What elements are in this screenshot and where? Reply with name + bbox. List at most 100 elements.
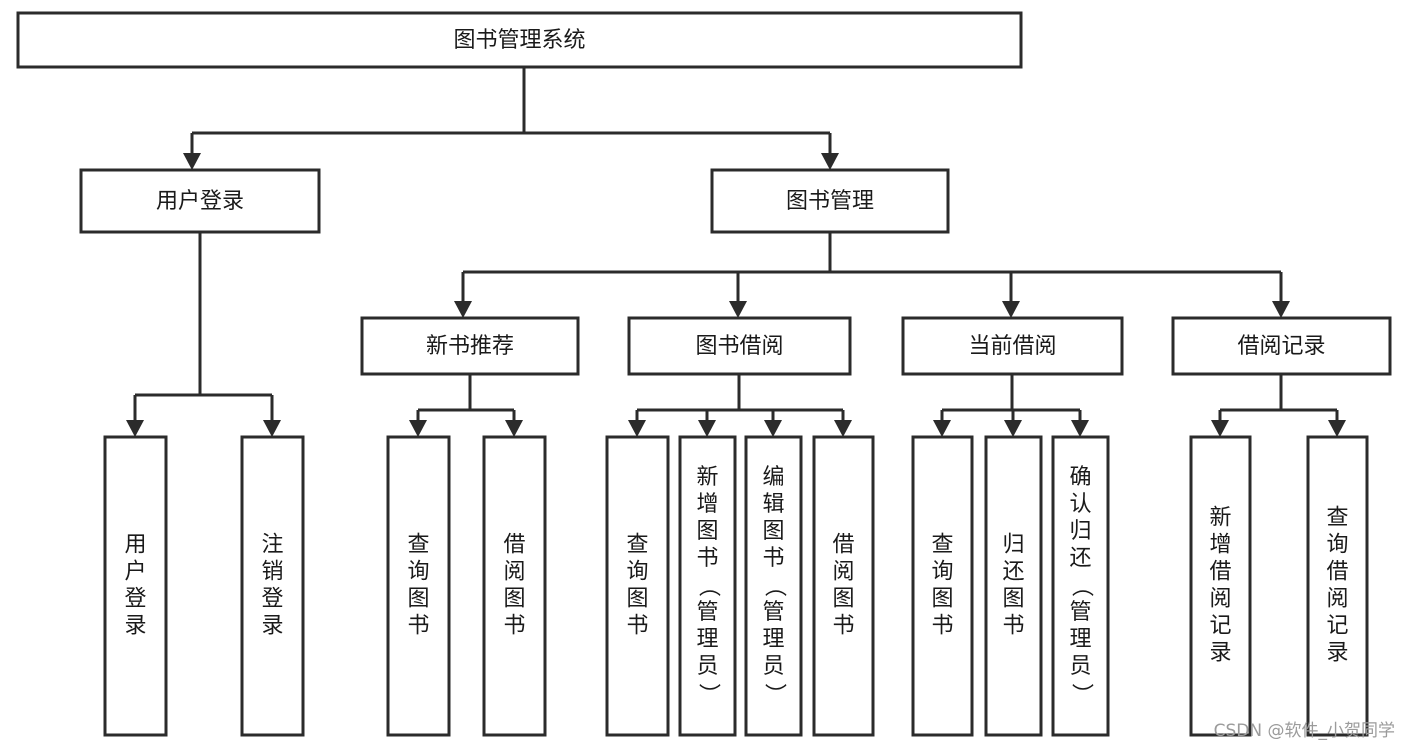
svg-text:管: 管 [1069, 600, 1091, 625]
svg-text:用: 用 [124, 533, 146, 558]
node-box-leaf-query-book-2[interactable] [605, 435, 670, 737]
node-box-leaf-user-login[interactable] [103, 435, 168, 737]
node-box-book-borrow[interactable] [627, 316, 852, 376]
svg-text:书: 书 [696, 546, 718, 571]
svg-text:录: 录 [1209, 641, 1231, 666]
connector-layer [126, 67, 1346, 437]
svg-text:借: 借 [503, 533, 525, 558]
svg-text:借: 借 [832, 533, 854, 558]
node-current-borrow[interactable]: 当前借阅 [901, 316, 1124, 376]
node-box-leaf-borrow-book-1[interactable] [482, 435, 547, 737]
node-new-book-recommend[interactable]: 新书推荐 [360, 316, 580, 376]
node-box-leaf-add-record[interactable] [1189, 435, 1252, 737]
svg-text:管: 管 [696, 600, 718, 625]
svg-text:编: 编 [762, 465, 784, 490]
node-book-borrow[interactable]: 图书借阅 [627, 316, 852, 376]
svg-text:图: 图 [696, 519, 718, 544]
svg-text:员: 员 [1069, 654, 1091, 679]
svg-text:录: 录 [124, 614, 146, 639]
svg-text:图: 图 [407, 587, 429, 612]
svg-text:户: 户 [124, 560, 146, 585]
node-box-new-book-recommend[interactable] [360, 316, 580, 376]
svg-text:录: 录 [261, 614, 283, 639]
svg-text:员: 员 [762, 654, 784, 679]
svg-text:新: 新 [1209, 506, 1231, 531]
svg-text:书: 书 [1002, 614, 1024, 639]
node-box-root[interactable] [16, 11, 1023, 69]
svg-text:归: 归 [1069, 519, 1091, 544]
node-box-leaf-borrow-book-2[interactable] [812, 435, 875, 737]
node-book-management[interactable]: 图书管理 [710, 168, 950, 234]
svg-text:辑: 辑 [762, 492, 784, 517]
node-user-login[interactable]: 用户登录 [79, 168, 321, 234]
svg-text:阅: 阅 [1209, 587, 1231, 612]
node-leaf-user-login[interactable]: 用户登录 [103, 435, 168, 737]
svg-text:理: 理 [762, 627, 784, 652]
node-label-leaf-user-login: 用户登录 [124, 533, 146, 639]
svg-text:确: 确 [1069, 465, 1091, 490]
node-box-leaf-query-book-1[interactable] [386, 435, 451, 737]
node-box-leaf-add-book[interactable] [678, 435, 737, 737]
svg-text:书: 书 [832, 614, 854, 639]
svg-text:管: 管 [762, 600, 784, 625]
svg-text:归: 归 [1002, 533, 1024, 558]
node-root[interactable]: 图书管理系统 [16, 11, 1023, 69]
node-box-leaf-edit-book[interactable] [744, 435, 803, 737]
node-box-current-borrow[interactable] [901, 316, 1124, 376]
svg-text:员: 员 [696, 654, 718, 679]
svg-text:登: 登 [261, 587, 283, 612]
node-box-leaf-query-book-3[interactable] [911, 435, 974, 737]
svg-text:查: 查 [407, 533, 429, 558]
svg-text:（: （ [1069, 575, 1094, 597]
svg-text:查: 查 [931, 533, 953, 558]
svg-text:借: 借 [1209, 560, 1231, 585]
svg-text:书: 书 [407, 614, 429, 639]
svg-text:书: 书 [931, 614, 953, 639]
svg-text:登: 登 [124, 587, 146, 612]
node-layer: 图书管理系统用户登录图书管理新书推荐图书借阅当前借阅借阅记录用户登录注销登录查询… [16, 11, 1392, 737]
svg-text:还: 还 [1069, 546, 1091, 571]
node-box-leaf-confirm-return[interactable] [1051, 435, 1110, 737]
svg-text:图: 图 [832, 587, 854, 612]
svg-text:（: （ [696, 575, 721, 597]
svg-text:）: ） [1069, 683, 1094, 705]
svg-text:理: 理 [696, 627, 718, 652]
node-box-leaf-return-book[interactable] [984, 435, 1043, 737]
node-box-user-login[interactable] [79, 168, 321, 234]
node-box-leaf-query-record[interactable] [1306, 435, 1369, 737]
connector-borrow-record [1211, 374, 1346, 437]
connector-current-borrow [933, 374, 1089, 437]
svg-text:录: 录 [1326, 641, 1348, 666]
node-label-book-management: 图书管理 [786, 189, 874, 214]
node-box-leaf-logout[interactable] [240, 435, 305, 737]
svg-text:书: 书 [503, 614, 525, 639]
node-borrow-record[interactable]: 借阅记录 [1171, 316, 1392, 376]
svg-text:认: 认 [1069, 492, 1091, 517]
svg-text:（: （ [762, 575, 787, 597]
node-box-borrow-record[interactable] [1171, 316, 1392, 376]
svg-text:询: 询 [626, 560, 648, 585]
svg-text:借: 借 [1326, 560, 1348, 585]
connector-user-login [126, 232, 281, 437]
node-box-book-management[interactable] [710, 168, 950, 234]
node-label-borrow-record: 借阅记录 [1237, 334, 1325, 359]
